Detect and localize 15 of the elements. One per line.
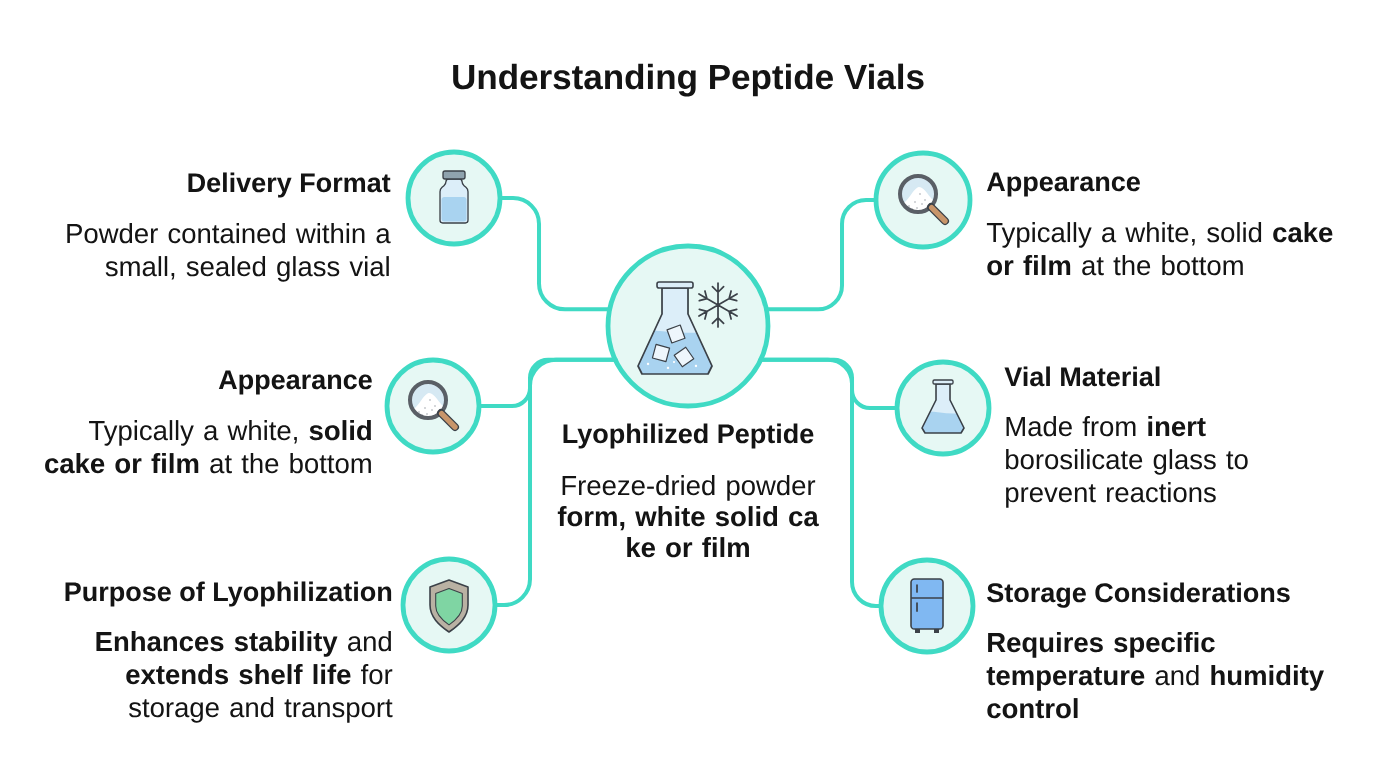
heading: Appearance	[986, 172, 1140, 197]
description: Requires specific temperature and humidity control	[986, 632, 1324, 719]
description: Enhances stability and extends shelf life for storage and transport	[96, 631, 393, 723]
heading: Lyophilized Peptide	[563, 423, 814, 449]
description: Made from inert borosilicate glass to prevent reactions	[1006, 416, 1248, 508]
heading: Purpose of Lyophilization	[65, 581, 392, 607]
description: Powder contained within a small, sealed glass vial	[67, 223, 391, 282]
description: Typically a white, solid cake or film at the bottom	[986, 222, 1333, 276]
heading: Storage Considerations	[987, 582, 1290, 608]
heading: Vial Material	[1004, 366, 1160, 387]
heading: Appearance	[218, 370, 372, 395]
description: Typically a white, solid cake or film at the bottom	[45, 420, 371, 474]
description: Freeze-dried powder form, white solid ca ke or film	[557, 475, 819, 558]
title: Understanding Peptide Vials	[453, 63, 924, 97]
heading: Delivery Format	[188, 172, 391, 198]
